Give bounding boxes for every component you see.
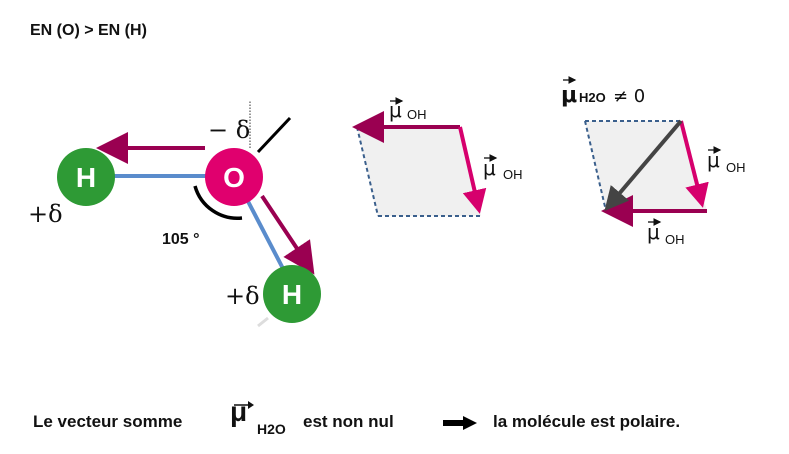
page-title: EN (O) > EN (H) bbox=[30, 22, 147, 39]
vector-diagram-resultant: μ H2O ≠ 0 μ OH μ OH bbox=[561, 76, 746, 247]
mu-subscript-oh: OH bbox=[726, 160, 746, 175]
vector-arrow-icon bbox=[234, 401, 254, 409]
mu-symbol: μ bbox=[483, 156, 496, 180]
caption-subscript: H2O bbox=[257, 421, 286, 437]
parallelogram-fill bbox=[357, 127, 481, 216]
resultant-vector-mu-h2o bbox=[604, 119, 683, 212]
implies-arrow-icon bbox=[443, 416, 477, 430]
mu-symbol: μ bbox=[707, 148, 720, 172]
caption-text-after: la molécule est polaire. bbox=[493, 412, 681, 431]
vector-diagram-oh: μ OH μ OH bbox=[352, 97, 523, 217]
bond-angle-arc bbox=[193, 185, 243, 220]
caption-mu-symbol: μ bbox=[230, 396, 248, 427]
mu-symbol: μ bbox=[647, 220, 660, 244]
oxygen-atom bbox=[205, 148, 263, 206]
mu-subscript-h2o: H2O bbox=[579, 90, 606, 105]
mu-subscript-oh: OH bbox=[503, 167, 523, 182]
not-equal-zero: ≠ 0 bbox=[613, 86, 645, 107]
conclusion-caption: Le vecteur somme μ H2O est non nul la mo… bbox=[33, 396, 773, 448]
mu-subscript-oh: OH bbox=[407, 107, 427, 122]
bond-angle-label: 105 ° bbox=[162, 231, 200, 248]
partial-charge-positive-left: +δ bbox=[28, 200, 63, 228]
vector-mu-oh-diagonal bbox=[679, 120, 709, 208]
dipole-arrow-right bbox=[260, 194, 315, 275]
hydrogen-label: H bbox=[282, 279, 302, 310]
partial-charge-positive-right: +δ bbox=[225, 282, 260, 310]
mu-subscript-oh: OH bbox=[665, 232, 685, 247]
lone-pair-line bbox=[256, 116, 292, 154]
mu-symbol: μ bbox=[561, 83, 577, 108]
hydrogen-atom-right bbox=[263, 265, 321, 323]
vector-mu-oh-diagonal bbox=[458, 126, 487, 214]
hydrogen-atom-left bbox=[57, 148, 115, 206]
hydrogen-label: H bbox=[76, 162, 96, 193]
mu-symbol: μ bbox=[389, 98, 402, 122]
caption-text-before: Le vecteur somme bbox=[33, 412, 183, 431]
water-molecule: H O H − δ +δ +δ 105 ° bbox=[28, 100, 321, 328]
partial-charge-negative: − δ bbox=[208, 116, 250, 144]
caption-text-middle: est non nul bbox=[303, 412, 394, 431]
lone-pair-line bbox=[257, 316, 269, 328]
oxygen-label: O bbox=[223, 162, 245, 193]
